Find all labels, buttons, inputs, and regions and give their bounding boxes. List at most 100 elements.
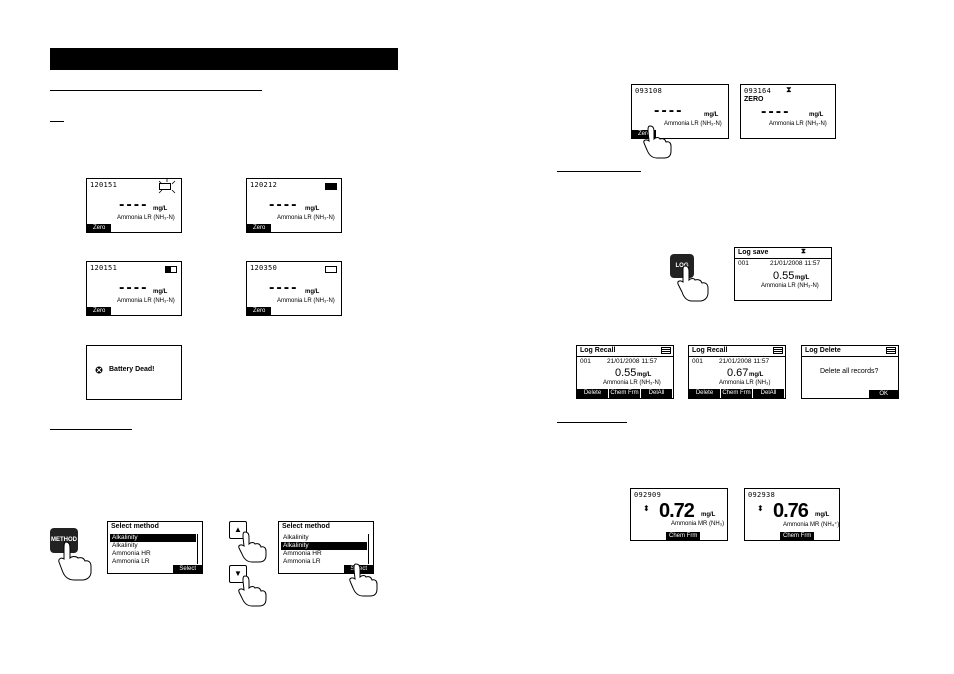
zero-softkey[interactable]: Zero <box>247 224 272 232</box>
reading-value: 0.55 <box>615 367 637 379</box>
list-item[interactable]: Alkalinity <box>281 542 367 550</box>
warning-x-icon <box>95 366 103 374</box>
lcd-screen: 120350 ---- mg/L Ammonia LR (NH₃-N) Zero <box>246 261 342 316</box>
list-item[interactable]: Alkalinity <box>283 534 309 541</box>
unit-label: mg/L <box>153 289 168 295</box>
list-item[interactable]: Ammonia LR <box>283 558 321 565</box>
list-item[interactable]: Alkalinity <box>112 542 138 549</box>
zero-softkey[interactable]: Zero <box>87 224 112 232</box>
log-recall-screen: Log Recall 001 21/01/2008 11:57 0.67 mg/… <box>688 345 786 399</box>
record-datetime: 21/01/2008 11:57 <box>607 358 658 365</box>
title-text: Log Recall <box>580 347 616 354</box>
delete-all-softkey[interactable]: DelAll <box>641 389 673 398</box>
chem-form-softkey[interactable]: Chem Frm <box>780 532 815 540</box>
reading-value: 0.67 <box>727 367 749 379</box>
log-key[interactable]: LOG <box>670 254 694 278</box>
delete-softkey[interactable]: Delete <box>689 389 721 398</box>
battery-dead-screen: Battery Dead! <box>86 345 182 400</box>
method-label: Ammonia LR (NH₃-N) <box>117 298 175 304</box>
reading-value: 0.76 <box>773 500 809 522</box>
reading-value: 0.55 <box>773 270 795 282</box>
subheading-rule <box>557 422 627 423</box>
unit-label: mg/L <box>305 289 320 295</box>
scrollbar[interactable] <box>368 534 371 564</box>
screen-title: Log Recall <box>577 346 673 357</box>
screen-title: Select method <box>111 523 159 530</box>
record-number: 001 <box>692 358 703 365</box>
lcd-screen: 120151 ---- mg/L Ammonia LR (NH₃-N) Zero <box>86 261 182 316</box>
lcd-screen: 093108 ---- mg/L Ammonia LR (NH₃-N) Zero <box>631 84 729 139</box>
record-number: 001 <box>580 358 591 365</box>
log-recall-screen: Log Recall 001 21/01/2008 11:57 0.55 mg/… <box>576 345 674 399</box>
sample-id: 093108 <box>635 87 663 95</box>
unit-label: mg/L <box>153 206 168 212</box>
softkey-bar: Delete Chem Frm DelAll <box>689 389 785 398</box>
method-label: Ammonia MR (NH₄⁺) <box>783 522 840 528</box>
sample-id: 120212 <box>250 181 278 189</box>
battery-full-icon <box>325 183 337 190</box>
battery-icon-blinking <box>159 183 171 190</box>
reading-value: 0.72 <box>659 500 695 522</box>
unit-label: mg/L <box>815 512 830 518</box>
zero-softkey[interactable]: Zero <box>632 130 657 138</box>
sample-id: 093164 <box>744 87 772 95</box>
zero-softkey[interactable]: Zero <box>247 307 272 315</box>
select-method-screen: Select method Alkalinity Alkalinity Ammo… <box>107 521 203 574</box>
dash-placeholder: ---- <box>269 281 299 296</box>
pointing-hand-icon <box>349 563 378 597</box>
lcd-screen: 092909 ⬍ 0.72 mg/L Ammonia MR (NH₃) Chem… <box>630 488 728 541</box>
title-text: Log Delete <box>805 347 841 354</box>
down-arrow-button[interactable]: ▼ <box>229 565 247 583</box>
record-datetime: 21/01/2008 11:57 <box>719 358 770 365</box>
dash-placeholder: ---- <box>119 281 149 296</box>
list-item[interactable]: Ammonia LR <box>112 558 150 565</box>
battery-dead-message: Battery Dead! <box>109 366 155 373</box>
record-number: 001 <box>738 260 749 267</box>
ok-softkey[interactable]: OK <box>869 390 898 398</box>
chem-form-softkey[interactable]: Chem Frm <box>721 389 753 398</box>
unit-label: mg/L <box>795 275 810 281</box>
delete-all-softkey[interactable]: DelAll <box>753 389 785 398</box>
list-item[interactable]: Alkalinity <box>110 534 196 542</box>
title-text: Log Recall <box>692 347 728 354</box>
chem-form-softkey[interactable]: Chem Frm <box>609 389 641 398</box>
unit-label: mg/L <box>809 112 824 118</box>
method-list: Alkalinity Alkalinity Ammonia HR Ammonia… <box>110 534 196 566</box>
log-list-icon <box>886 347 896 354</box>
screen-title: Log Recall <box>689 346 785 357</box>
up-arrow-button[interactable]: ▲ <box>229 521 247 539</box>
subheading-rule <box>50 121 64 122</box>
title-text: Log save <box>738 249 769 256</box>
battery-empty-icon <box>325 266 337 273</box>
zero-status: ZERO <box>744 96 764 103</box>
sample-id: 092938 <box>748 491 776 499</box>
hourglass-icon: ⧗ <box>786 85 792 94</box>
up-down-arrows-icon: ⬍ <box>643 504 650 513</box>
unit-label: mg/L <box>637 372 652 378</box>
dash-placeholder: ---- <box>269 198 299 213</box>
lcd-screen: 120212 ---- mg/L Ammonia LR (NH₃-N) Zero <box>246 178 342 233</box>
pointing-hand-icon <box>238 531 267 563</box>
method-list: Alkalinity Alkalinity Ammonia HR Ammonia… <box>281 534 367 566</box>
log-save-screen: Log save ⧗ 001 21/01/2008 11:57 0.55 mg/… <box>734 247 832 301</box>
dash-placeholder: ---- <box>654 104 684 119</box>
unit-label: mg/L <box>305 206 320 212</box>
lcd-screen: 093164 ⧗ ZERO ---- mg/L Ammonia LR (NH₃-… <box>740 84 836 139</box>
pointing-hand-icon <box>643 125 672 159</box>
delete-confirm-text: Delete all records? <box>820 368 879 375</box>
chem-form-softkey[interactable]: Chem Frm <box>666 532 701 540</box>
delete-softkey[interactable]: Delete <box>577 389 609 398</box>
zero-softkey[interactable]: Zero <box>87 307 112 315</box>
section-header-bar <box>50 48 398 70</box>
hourglass-icon: ⧗ <box>801 248 806 255</box>
list-item[interactable]: Ammonia HR <box>112 550 151 557</box>
select-softkey[interactable]: Select <box>173 565 202 573</box>
list-item[interactable]: Ammonia HR <box>283 550 322 557</box>
lcd-screen: 120151 ---- mg/L Ammonia LR (NH₃-N) Zero <box>86 178 182 233</box>
sample-id: 120350 <box>250 264 278 272</box>
unit-label: mg/L <box>749 372 764 378</box>
scrollbar[interactable] <box>197 534 200 564</box>
method-label: Ammonia LR (NH₃) <box>719 380 771 386</box>
method-label: Ammonia MR (NH₃) <box>671 521 725 527</box>
screen-title: Log Delete <box>802 346 898 357</box>
